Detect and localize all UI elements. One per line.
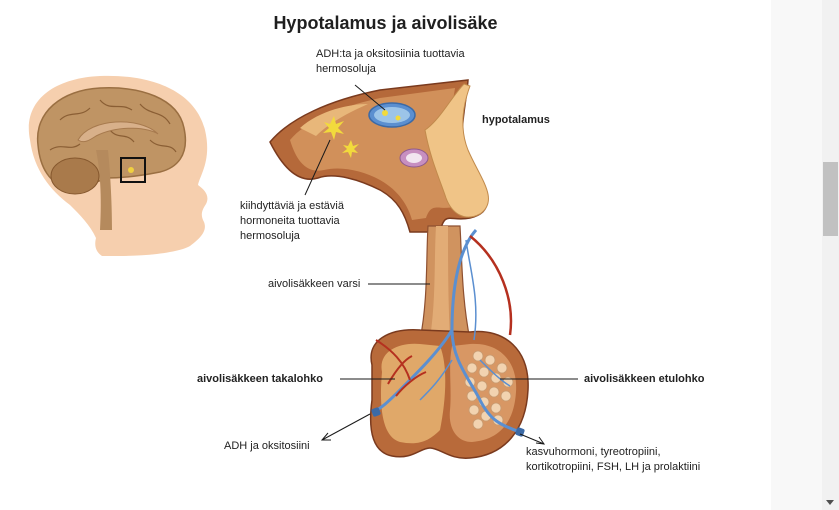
scroll-down-arrow-icon[interactable] <box>826 500 834 505</box>
posterior-lobe <box>381 344 445 444</box>
pituitary <box>371 226 529 458</box>
label-hormone-neurons: kiihdyttäviä ja estäviä hormoneita tuott… <box>240 199 344 244</box>
head-illustration <box>29 76 208 256</box>
vertical-scrollbar[interactable] <box>822 0 839 510</box>
label-stalk: aivolisäkkeen varsi <box>268 277 360 292</box>
label-anterior-hormones: kasvuhormoni, tyreotropiini, kortikotrop… <box>526 445 700 475</box>
diagram-canvas: Hypotalamus ja aivolisäke <box>0 0 771 510</box>
label-hormone-neurons-line2: hormoneita tuottavia <box>240 214 344 229</box>
cerebellum <box>51 158 99 194</box>
page-margin <box>771 0 822 510</box>
label-adh-oxytocin: ADH ja oksitosiini <box>224 439 310 454</box>
label-anterior-lobe: aivolisäkkeen etulohko <box>584 372 704 387</box>
label-adh-neurons: ADH:ta ja oksitosiinia tuottavia hermoso… <box>316 47 465 77</box>
label-adh-neurons-line1: ADH:ta ja oksitosiinia tuottavia <box>316 47 465 62</box>
label-hormone-neurons-line3: hermosoluja <box>240 229 344 244</box>
leader-adh-oxytocin <box>322 414 370 440</box>
label-hormone-neurons-line1: kiihdyttäviä ja estäviä <box>240 199 344 214</box>
scrollbar-thumb[interactable] <box>823 162 838 236</box>
label-hypothalamus: hypotalamus <box>482 113 550 128</box>
label-anterior-hormones-line2: kortikotropiini, FSH, LH ja prolaktiini <box>526 460 700 475</box>
arrowhead-adh <box>322 433 331 440</box>
label-posterior-lobe: aivolisäkkeen takalohko <box>197 372 323 387</box>
label-adh-neurons-line2: hermosoluja <box>316 62 465 77</box>
label-anterior-hormones-line1: kasvuhormoni, tyreotropiini, <box>526 445 700 460</box>
arrowhead-hormones <box>536 437 544 444</box>
